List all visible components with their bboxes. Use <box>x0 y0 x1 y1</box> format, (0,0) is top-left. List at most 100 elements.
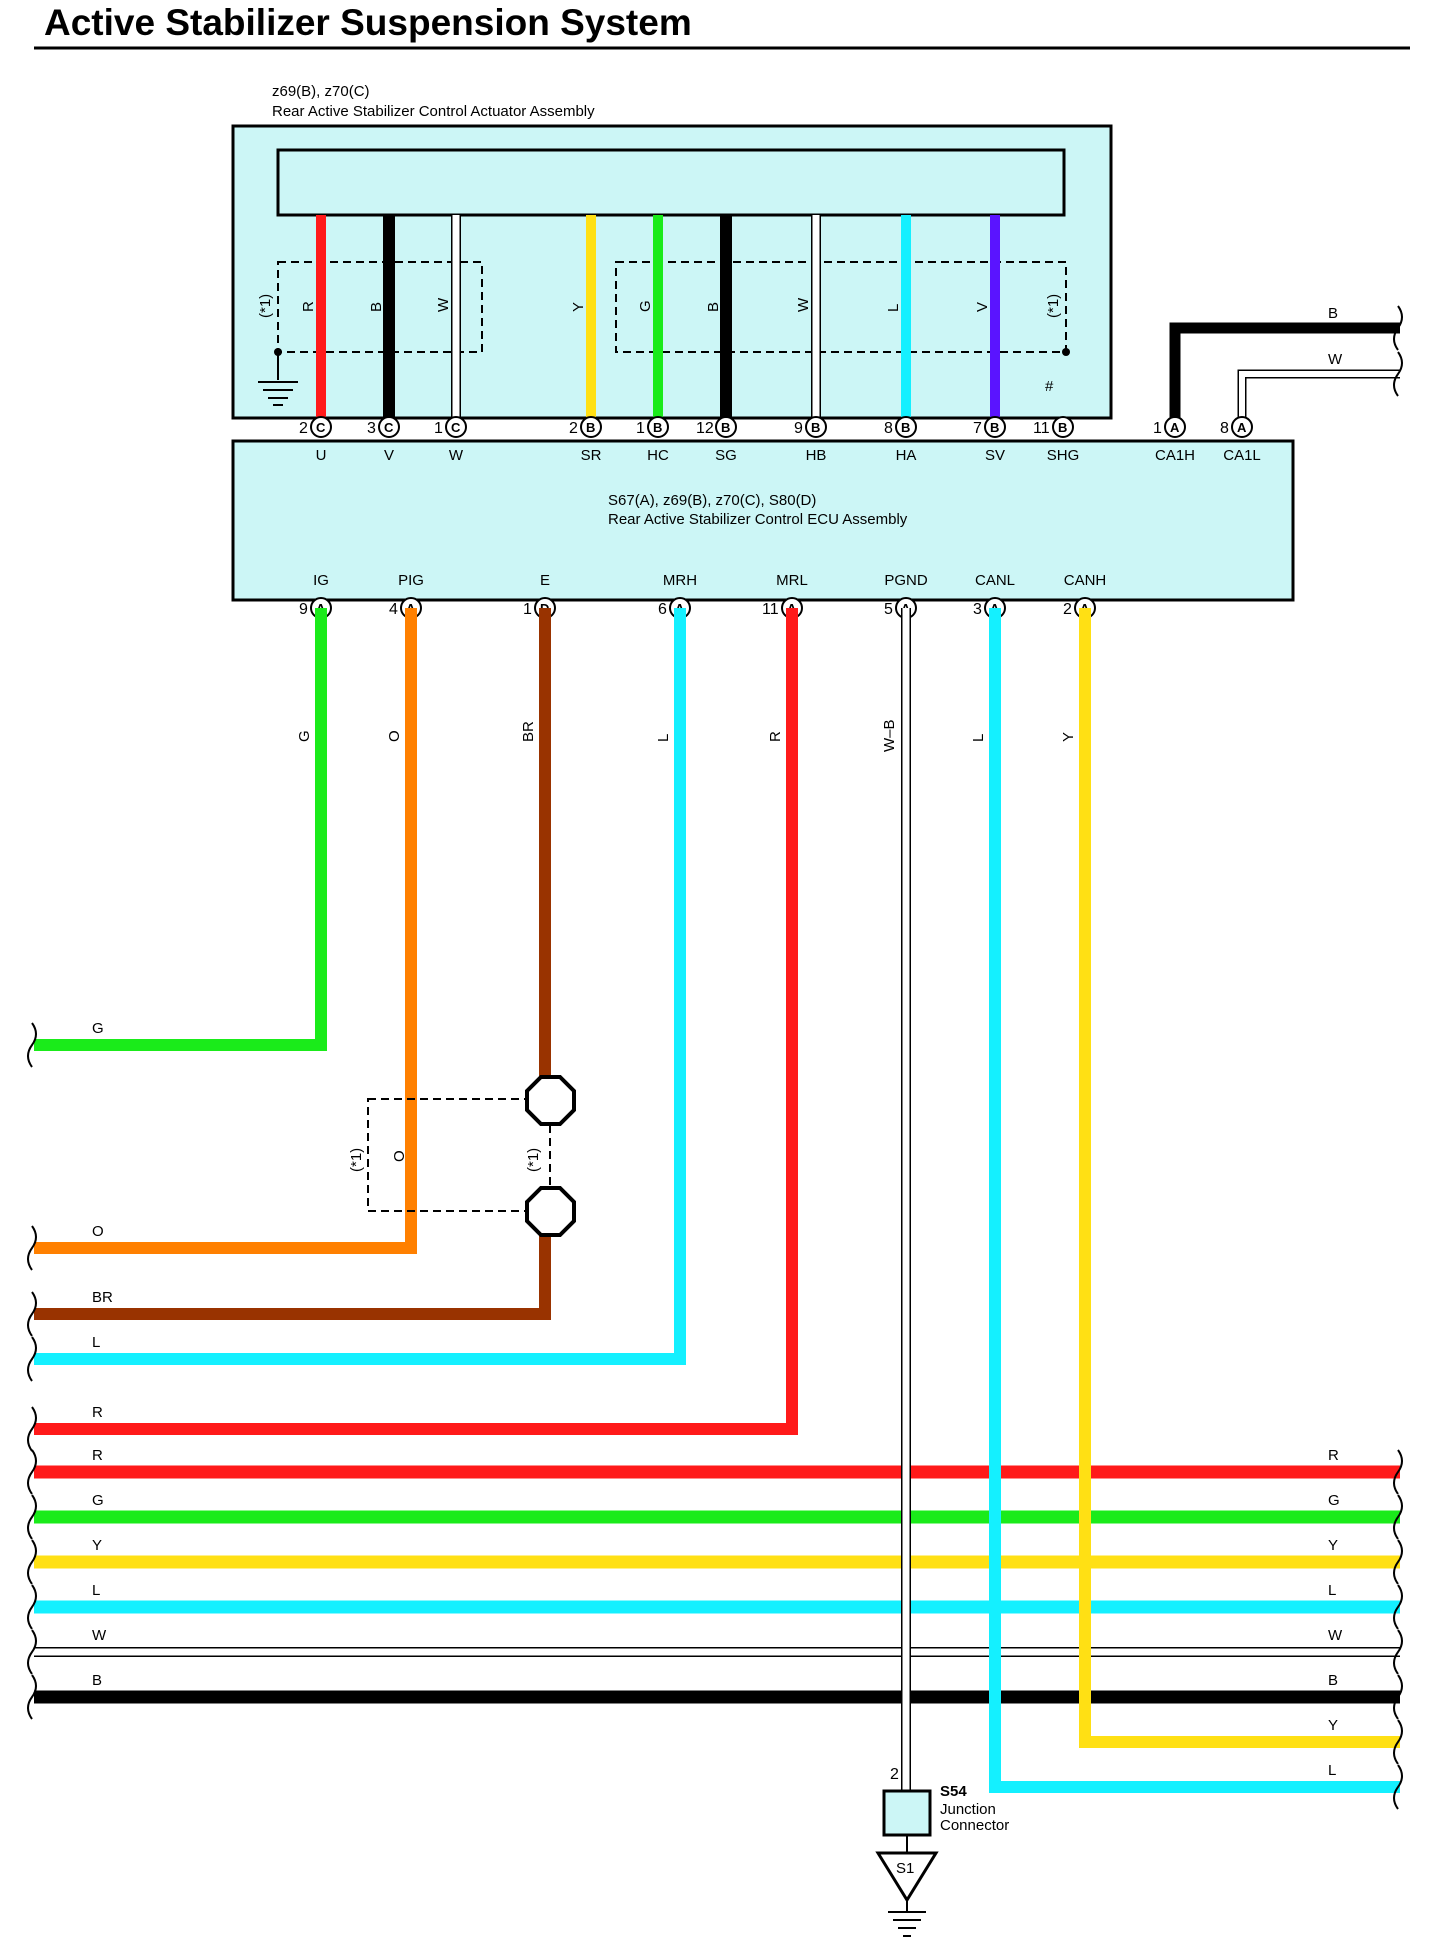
actuator-name: Rear Active Stabilizer Control Actuator … <box>272 103 595 120</box>
right-wire-label-1: W <box>1328 351 1343 368</box>
top-pin-sg-circle <box>715 416 737 438</box>
bus-right-label-1: G <box>1328 1492 1340 1509</box>
top-terminal-ca1h: CA1H <box>1155 447 1195 464</box>
bottom-terminal-pgnd: PGND <box>884 572 928 589</box>
top-pin-sv-num: 7 <box>973 420 982 437</box>
top-pin-hc-conn: B <box>653 420 662 435</box>
page-title: Active Stabilizer Suspension System <box>44 2 692 43</box>
top-terminal-u: U <box>316 447 327 464</box>
ca1l-wire <box>1239 371 1400 427</box>
actuator-wire-label-hc: G <box>637 300 654 312</box>
top-pin-v-circle <box>378 416 400 438</box>
actuator-motor-block <box>276 148 1066 217</box>
wire-break-right-1 <box>1393 351 1403 397</box>
top-pin-u-conn: C <box>316 420 326 435</box>
top-terminal-sv: SV <box>985 447 1005 464</box>
top-terminal-hc: HC <box>647 447 669 464</box>
ecu-name: Rear Active Stabilizer Control ECU Assem… <box>608 511 908 528</box>
wire-break-right-bus-2 <box>1393 1539 1403 1585</box>
bottom-terminal-mrl: MRL <box>776 572 808 589</box>
actuator-wire-label-ha: L <box>885 304 902 312</box>
shield-junction-dot-left <box>274 348 282 356</box>
wire-break-right-3 <box>1393 1764 1403 1810</box>
bottom-wire-label-mrh: L <box>655 734 672 742</box>
top-terminal-hb: HB <box>806 447 827 464</box>
top-pin-hb-num: 9 <box>794 420 803 437</box>
right-wire-label-3: L <box>1328 1762 1336 1779</box>
top-pin-ca1h-num: 1 <box>1153 420 1162 437</box>
actuator-wire-label-hb: W <box>795 297 812 312</box>
left-wire-label-4: R <box>92 1404 103 1421</box>
wire-break-left-bus-0 <box>27 1449 37 1495</box>
left-wire-label-3: L <box>92 1334 100 1351</box>
wire-break-left-0 <box>27 1022 37 1068</box>
bottom-terminal-canh: CANH <box>1064 572 1107 589</box>
bus-left-label-2: Y <box>92 1537 102 1554</box>
top-pin-shg-num: 11 <box>1033 420 1050 437</box>
top-terminal-ca1l: CA1L <box>1223 447 1261 464</box>
e-wire-lower <box>34 1211 551 1320</box>
ca1h-wire <box>1169 322 1400 427</box>
top-pin-shg-circle <box>1052 416 1074 438</box>
ig-wire <box>34 608 327 1051</box>
left-wire-label-1: O <box>92 1223 104 1240</box>
top-pin-sg-num: 12 <box>696 420 714 437</box>
pig-wire <box>34 608 417 1254</box>
actuator-wire-label-sr: Y <box>570 302 587 312</box>
bottom-wire-label-canl: L <box>970 734 987 742</box>
bottom-pin-pgnd-num: 5 <box>884 601 893 618</box>
ground-id: S1 <box>896 1860 914 1877</box>
actuator-wire-label-v: B <box>368 302 385 312</box>
top-pin-w-conn: C <box>451 420 461 435</box>
top-terminal-shg: SHG <box>1047 447 1080 464</box>
actuator-wire-label-w: W <box>435 297 452 312</box>
ca1l-wire-outline <box>1237 369 1400 427</box>
top-pin-sr-circle <box>580 416 602 438</box>
bottom-pin-ig-num: 9 <box>299 601 308 618</box>
lower-wires <box>34 608 1400 1793</box>
top-pin-ca1h-circle <box>1164 416 1186 438</box>
top-pin-ca1l-circle <box>1231 416 1253 438</box>
mrl-wire <box>34 608 798 1435</box>
ecu-assembly-box <box>231 439 1295 602</box>
wire-break-left-bus-2 <box>27 1539 37 1585</box>
top-terminal-w: W <box>449 447 464 464</box>
ecu-connectors: S67(A), z69(B), z70(C), S80(D) <box>608 492 816 509</box>
splice-point-upper <box>525 1075 576 1126</box>
bottom-wire-label-ig: G <box>296 730 313 742</box>
top-pin-ha-conn: B <box>901 420 910 435</box>
bus-left-label-3: L <box>92 1582 100 1599</box>
top-terminal-sg: SG <box>715 447 737 464</box>
shield-note-right: (*1) <box>1045 294 1062 318</box>
top-pin-sv-circle <box>984 416 1006 438</box>
bottom-terminal-canl: CANL <box>975 572 1015 589</box>
wire-break-left-1 <box>27 1225 37 1271</box>
bottom-wire-label-e: BR <box>520 721 537 742</box>
bottom-terminal-pig: PIG <box>398 572 424 589</box>
wire-break-right-2 <box>1393 1719 1403 1765</box>
splice-point-lower <box>525 1186 576 1237</box>
chassis-ground-icon <box>888 1900 926 1937</box>
splice-note-right: (*1) <box>525 1148 542 1172</box>
top-pin-v-conn: C <box>384 420 394 435</box>
wire-break-right-bus-3 <box>1393 1584 1403 1630</box>
actuator-connectors: z69(B), z70(C) <box>272 83 370 100</box>
left-wire-label-0: G <box>92 1020 104 1037</box>
top-pin-ha-circle <box>895 416 917 438</box>
wire-break-left-3 <box>27 1336 37 1382</box>
bus-right-label-0: R <box>1328 1447 1339 1464</box>
bus-left-label-0: R <box>92 1447 103 1464</box>
shield-junction-dot-right <box>1062 348 1070 356</box>
right-wire-label-0: B <box>1328 305 1338 322</box>
canl-wire <box>989 608 1400 1793</box>
bottom-pin-e-num: 1 <box>523 601 532 618</box>
can1-wires <box>1169 322 1400 427</box>
junction-line1: Junction <box>940 1801 996 1818</box>
top-pin-shg-conn: B <box>1058 420 1067 435</box>
mrh-wire <box>34 608 686 1365</box>
bus-right-label-4: W <box>1328 1627 1343 1644</box>
wire-break-right-bus-1 <box>1393 1494 1403 1540</box>
right-wire-label-2: Y <box>1328 1717 1338 1734</box>
